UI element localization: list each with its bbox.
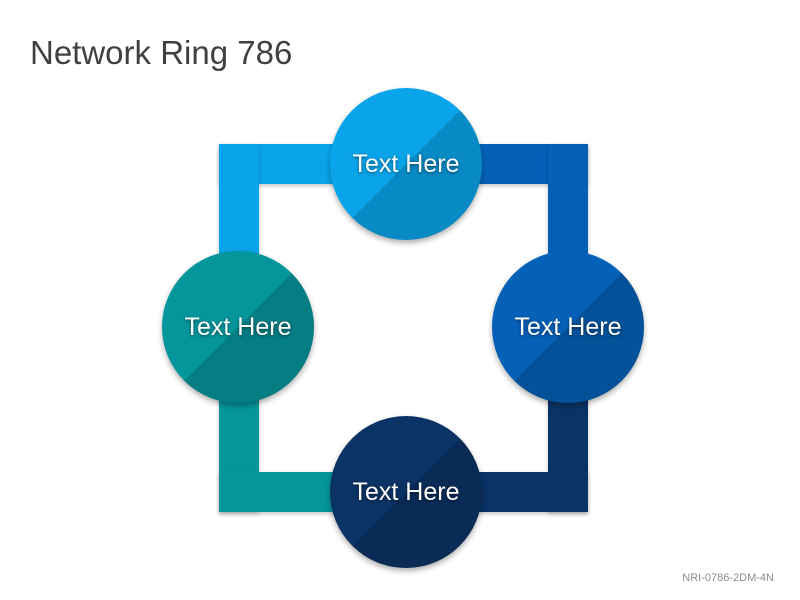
node-top: Text Here	[330, 88, 482, 240]
node-shade	[492, 251, 644, 403]
node-right-label: Text Here	[514, 312, 622, 341]
node-bottom: Text Here	[330, 416, 482, 568]
node-right: Text Here	[492, 251, 644, 403]
node-left-label: Text Here	[184, 312, 292, 341]
slide-title: Network Ring 786	[30, 34, 293, 71]
node-left: Text Here	[162, 251, 314, 403]
node-shade	[330, 416, 482, 568]
node-shade	[162, 251, 314, 403]
node-bottom-label: Text Here	[352, 477, 460, 506]
footer-code: NRI-0786-2DM-4N	[682, 572, 774, 584]
node-shade	[330, 88, 482, 240]
node-top-label: Text Here	[352, 149, 460, 178]
